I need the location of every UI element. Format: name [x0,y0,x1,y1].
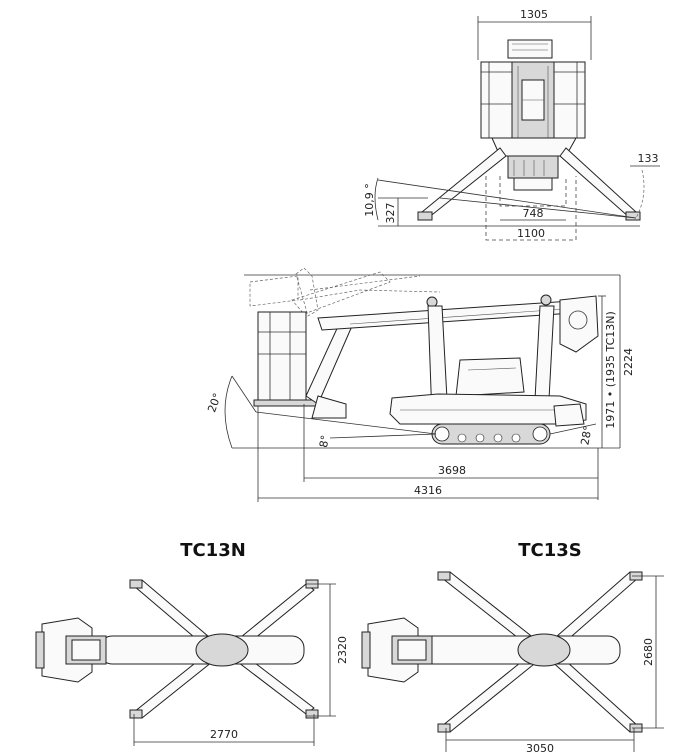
side-pivot-head [559,295,599,353]
side-basket [257,311,307,401]
front-width-label: 1305 [520,8,548,21]
top-s-width-label: 3050 [526,742,554,755]
side-length-total-label: 4316 [414,484,442,497]
front-outrigger-offset-label: 133 [638,152,659,165]
side-chassis [389,393,587,425]
outrigger-left [421,147,507,219]
top-n-height-label: 2320 [336,636,349,664]
side-height-total-label: 2224 [622,348,635,376]
front-track-gauge-label: 748 [523,207,544,220]
chassis-lower [507,155,559,179]
front-tilt-angle-label: 10,9 ° [363,183,376,217]
side-angle-rear-label: 20° [205,391,224,414]
top-view-title-tc13s: TC13S [518,540,582,561]
front-height-label: 327 [384,203,397,224]
top-view-tc13n: TC13N 2320 2770 [35,540,349,746]
front-view: 1305 10,9 ° [363,8,660,241]
top-view-title-tc13n: TC13N [180,540,246,561]
outrigger-right [559,147,637,219]
side-jib [305,321,353,405]
top-n-width-label: 2770 [210,728,238,741]
top-s-height-label: 2680 [642,638,655,666]
side-view: 1971 • (1935 TC13N) 2224 [205,267,635,502]
side-angle-front-low-label: 8° [317,434,332,449]
side-angle-rear-low-label: 28° [578,425,594,446]
basket-top [507,39,553,59]
side-engine-cover [455,357,525,397]
boom-s [409,635,621,665]
side-track [431,423,551,445]
top-view-tc13s: TC13S 2680 3050 [361,540,664,755]
front-base-width-label: 1100 [517,227,545,240]
side-length-base-label: 3698 [438,464,466,477]
side-height-stowed-label: 1971 • (1935 TC13N) [604,311,617,429]
